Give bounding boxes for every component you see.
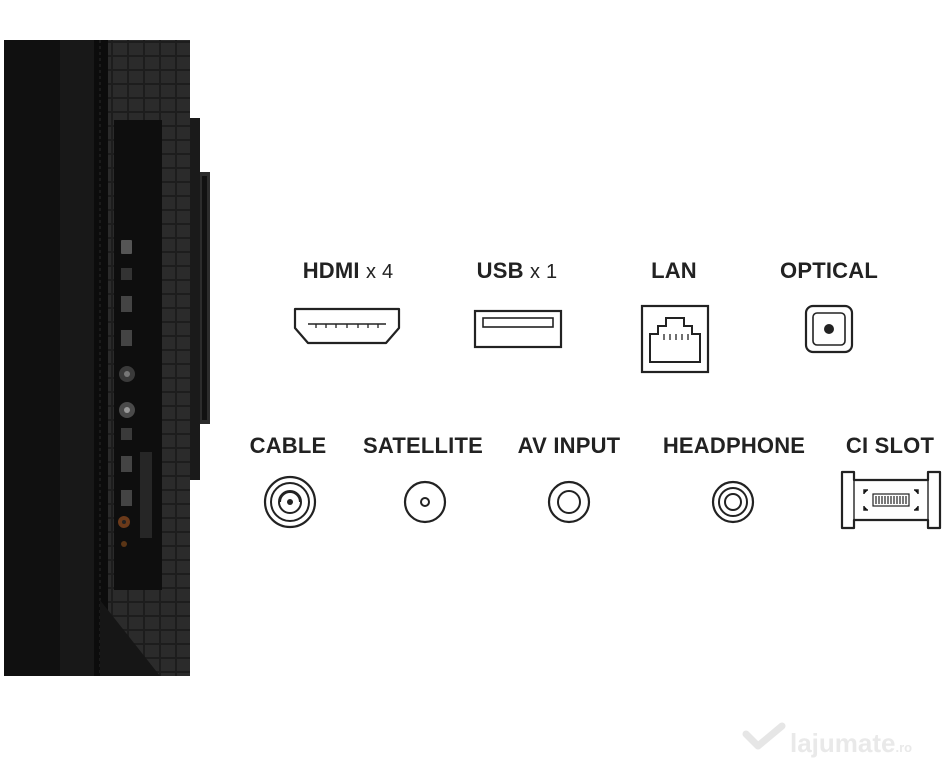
ci-slot-label: CI SLOT [845,433,935,458]
usb-port-icon [473,309,563,349]
hdmi-label: HDMI x 4 [302,258,394,283]
optical-port-icon [804,304,854,354]
av-input-label: AV INPUT [517,433,621,458]
lan-port-icon [640,304,710,374]
watermark-logo: lajumate.ro [790,728,913,758]
headphone-port-icon [711,480,755,524]
optical-label: OPTICAL [780,258,878,283]
lan-label: LAN [651,258,697,283]
ci-slot-icon [840,470,942,530]
cable-label: CABLE [249,433,327,458]
av-input-port-icon [547,480,591,524]
watermark-heart-icon [742,722,786,750]
satellite-label: SATELLITE [363,433,483,458]
satellite-port-icon [403,480,447,524]
tv-side-view-image [4,40,210,676]
cable-port-icon [263,475,317,529]
usb-label: USB x 1 [476,258,558,283]
headphone-label: HEADPHONE [662,433,806,458]
hdmi-port-icon [293,307,401,345]
